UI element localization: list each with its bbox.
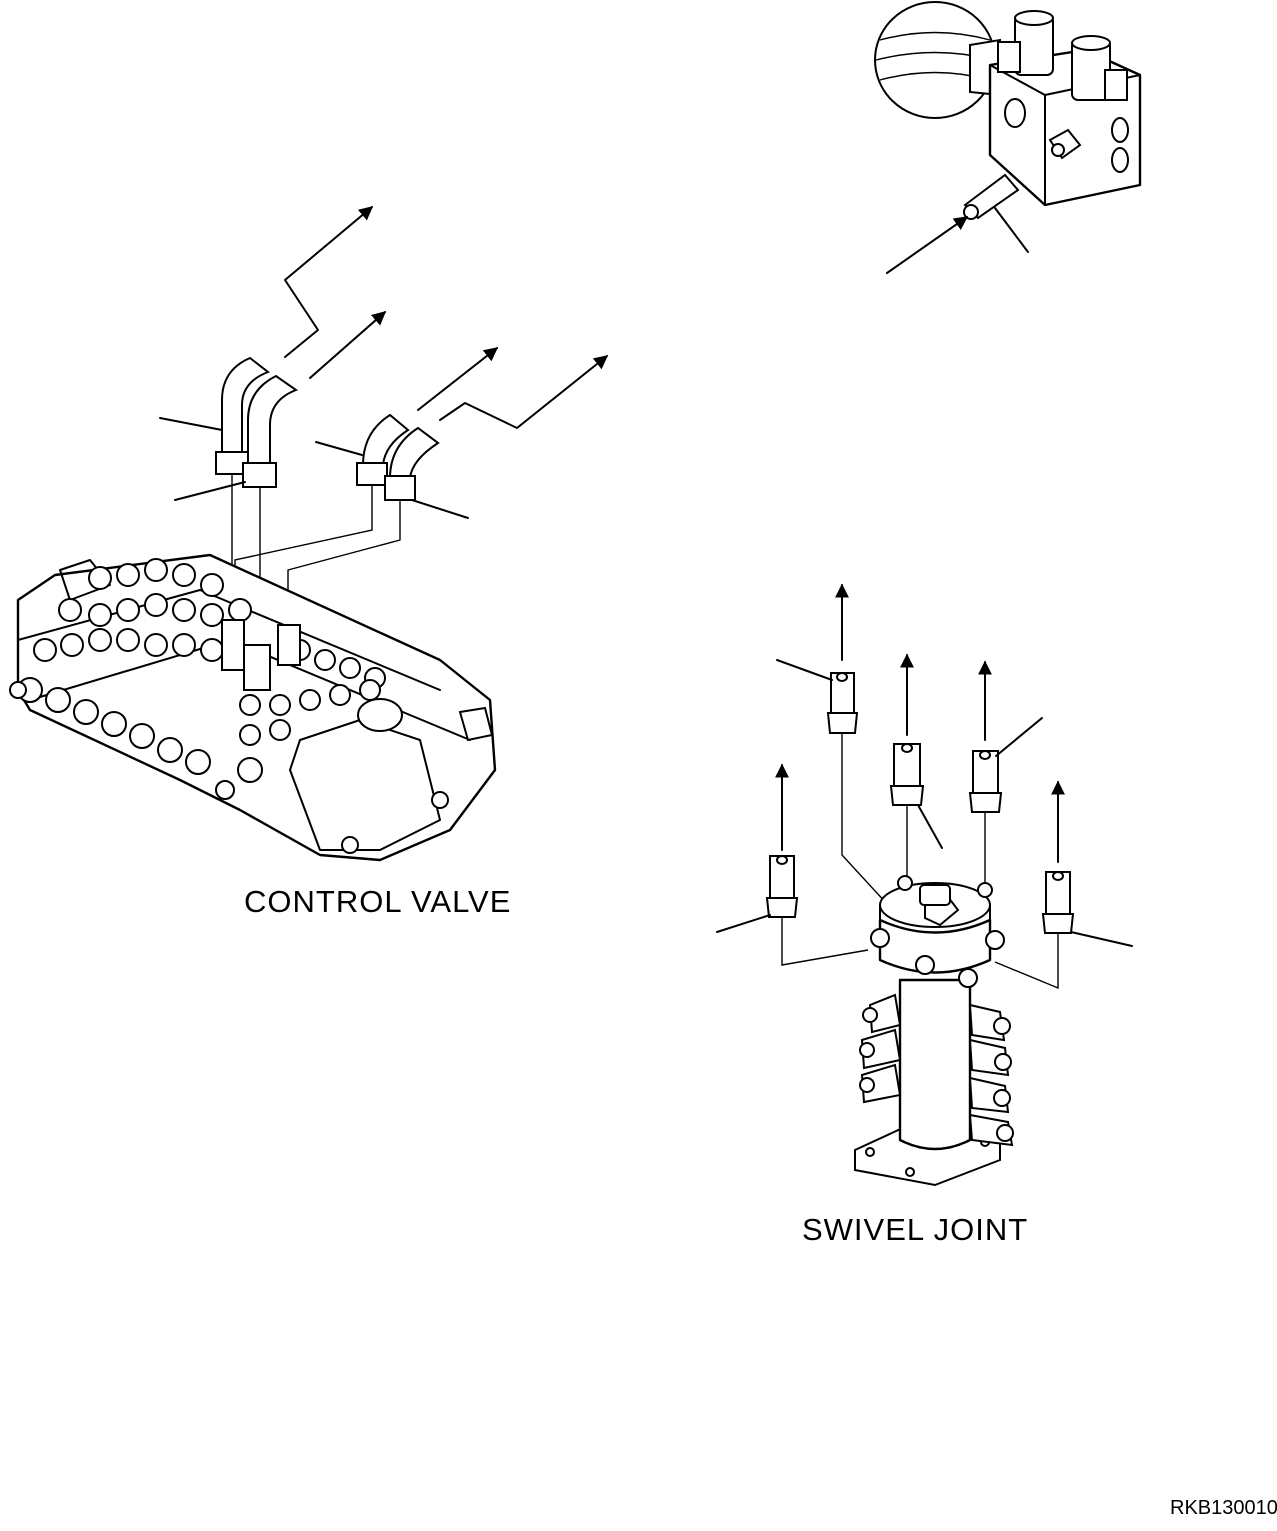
swivel-fittings: [765, 672, 1075, 934]
drawing-code: RKB130010: [1170, 1497, 1277, 1519]
control-valve-label: CONTROL VALVE: [244, 884, 512, 919]
swivel-side-ports: [859, 875, 1014, 1147]
swivel-joint-label: SWIVEL JOINT: [802, 1212, 1029, 1247]
control-valve-assembly: [9, 206, 609, 862]
swivel-joint-assembly: [716, 583, 1133, 1187]
valve-block-assembly: [874, 1, 1142, 274]
